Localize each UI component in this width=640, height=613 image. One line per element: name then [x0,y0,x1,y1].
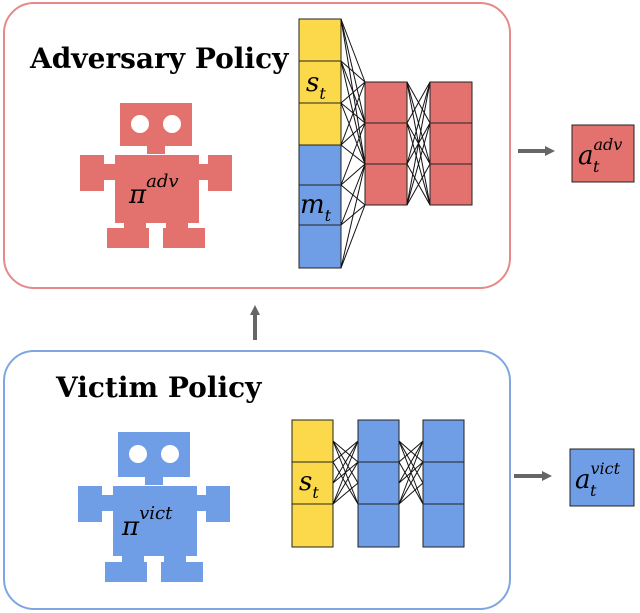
victim-state-label: st [299,467,319,502]
victim-connections-1 [332,440,359,505]
victim-action-label: avict [575,459,621,495]
victim-robot-icon [78,432,230,582]
victim-action-box [569,448,635,507]
adversary-panel: Adversary Policy πadv [3,2,511,289]
victim-robot-label: πvict [121,503,173,542]
adversary-action-label: aadv [578,135,622,171]
adversary-action-box [571,124,635,183]
victim-connections-2 [398,440,424,505]
victim-input-layer [291,419,334,548]
adversary-memory-label: mt [300,190,332,225]
adversary-connections-1 [340,18,366,269]
adversary-robot-label: πadv [128,171,179,210]
adversary-action-subscript: t [593,157,600,176]
adversary-robot-icon [80,103,232,248]
victim-hidden-layer-2 [422,419,465,548]
victim-panel: Victim Policy πvict st [3,350,511,610]
victim-title: Victim Policy [55,371,262,404]
adversary-hidden-layer-1 [364,81,408,206]
victim-action-subscript: t [590,481,597,500]
adversary-connections-2 [406,81,431,206]
adversary-input-layer [298,18,342,269]
adversary-state-label: st [306,68,326,103]
adversary-title: Adversary Policy [29,42,289,75]
adversary-hidden-layer-2 [429,81,473,206]
victim-hidden-layer-1 [357,419,400,548]
